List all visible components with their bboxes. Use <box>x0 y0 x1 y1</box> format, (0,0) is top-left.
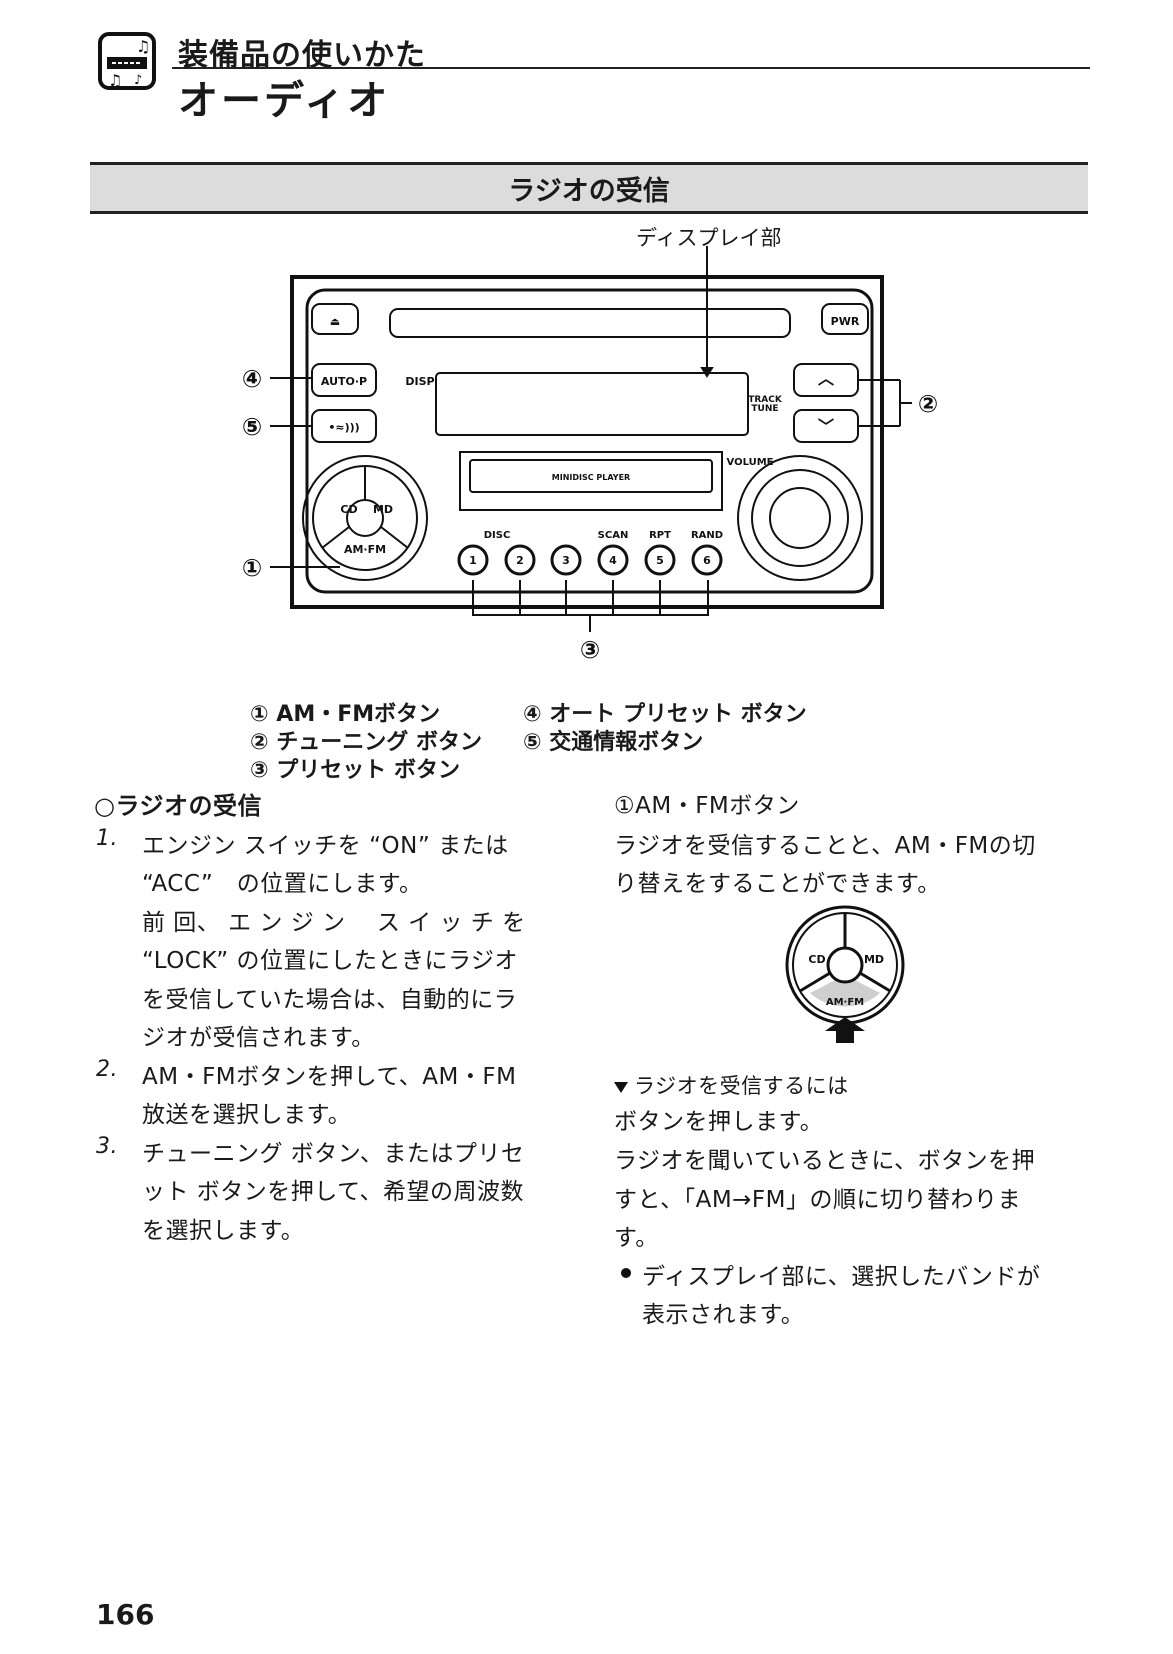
step-number: 2. <box>96 1057 118 1082</box>
intro-text: り替えをすることができます。 <box>614 871 941 897</box>
preset-5[interactable]: 5 <box>656 554 664 567</box>
radio-diagram: ⏏ PWR AUTO·P •≈))) DISP ︿ ﹀ TRACK TUNE V… <box>242 246 938 660</box>
legend-item: ③ プリセット ボタン <box>250 758 460 783</box>
audio-music-icon: ♫ ♫ ♪ <box>98 32 156 90</box>
body-text: すと、「AM→FM」の順に切り替わりま <box>614 1187 1022 1213</box>
md-label: MD <box>864 953 884 966</box>
step-text: ット ボタンを押して、希望の周波数 <box>142 1179 524 1205</box>
body-text: ラジオを聞いているときに、ボタンを押 <box>614 1148 1036 1174</box>
disc-label: DISC <box>484 530 511 541</box>
step-text: “LOCK” の位置にしたときにラジオ <box>142 948 519 974</box>
auto-p-button[interactable]: AUTO·P <box>321 375 367 388</box>
triangle-bullet-icon <box>614 1082 628 1093</box>
disp-label: DISP <box>405 375 434 388</box>
tune-down-button[interactable]: ﹀ <box>818 417 834 436</box>
intro-text: ラジオを受信することと、AM・FMの切 <box>614 833 1036 859</box>
step-number: 1. <box>96 826 118 851</box>
preset-2[interactable]: 2 <box>516 554 524 567</box>
md-label: MD <box>373 503 393 516</box>
step-text: 前 回、 エ ン ジ ン ス イ ッ チ を <box>142 910 526 936</box>
press-arrow-icon <box>825 1017 865 1043</box>
preset-3[interactable]: 3 <box>562 554 570 567</box>
eject-button[interactable]: ⏏ <box>330 315 340 328</box>
tune-label: TUNE <box>751 404 778 414</box>
page-title: オーディオ <box>178 78 391 124</box>
svg-text:♫: ♫ <box>136 37 150 56</box>
preset-6[interactable]: 6 <box>703 554 711 567</box>
step-text: エンジン スイッチを “ON” または <box>142 833 509 859</box>
minidisc-label: MINIDISC PLAYER <box>552 473 630 482</box>
right-heading: ①AM・FMボタン <box>614 793 800 819</box>
scan-label: SCAN <box>598 530 629 541</box>
rpt-label: RPT <box>649 530 671 541</box>
svg-text:♪: ♪ <box>134 73 142 88</box>
display-label: ディスプレイ部 <box>636 226 782 250</box>
step-text: “ACC” の位置にします。 <box>142 871 423 897</box>
callout-3: ③ <box>580 636 600 660</box>
sub-heading: ラジオを受信するには <box>634 1074 849 1098</box>
bullet-text: 表示されます。 <box>642 1302 805 1328</box>
pwr-button[interactable]: PWR <box>831 315 860 328</box>
tune-up-button[interactable]: ︿ <box>818 369 834 388</box>
legend-item: ② チューニング ボタン <box>250 730 482 755</box>
step-text: AM・FMボタンを押して、AM・FM <box>142 1064 517 1090</box>
step-text: チューニング ボタン、またはプリセ <box>142 1141 525 1167</box>
cd-label: CD <box>340 503 357 516</box>
step-text: を選択します。 <box>142 1218 305 1244</box>
step-text: ジオが受信されます。 <box>142 1025 375 1051</box>
callout-5: ⑤ <box>242 413 262 441</box>
callout-2: ② <box>918 390 938 418</box>
svg-text:♫: ♫ <box>108 71 122 90</box>
rand-label: RAND <box>691 530 723 541</box>
bullet-text: ディスプレイ部に、選択したバンドが <box>642 1264 1041 1290</box>
page-number: 166 <box>96 1598 155 1631</box>
legend-item: ④ オート プリセット ボタン <box>523 702 807 727</box>
legend-item: ① AM・FMボタン <box>250 702 441 727</box>
volume-label: VOLUME <box>727 457 774 468</box>
header-rule <box>172 67 1090 69</box>
am-fm-button-figure: CD MD AM·FM <box>785 905 905 1043</box>
section-title: ラジオの受信 <box>90 162 1088 214</box>
callout-1: ① <box>242 554 262 582</box>
step-number: 3. <box>96 1134 118 1159</box>
left-heading: ○ラジオの受信 <box>94 792 262 820</box>
preset-4[interactable]: 4 <box>609 554 617 567</box>
bullet-dot-icon <box>621 1268 631 1278</box>
callout-4: ④ <box>242 365 262 393</box>
track-label: TRACK <box>748 395 783 405</box>
cd-label: CD <box>808 953 825 966</box>
step-text: 放送を選択します。 <box>142 1102 352 1128</box>
step-text: を受信していた場合は、自動的にラ <box>142 987 518 1013</box>
preset-1[interactable]: 1 <box>469 554 477 567</box>
traffic-info-button[interactable]: •≈))) <box>328 421 359 434</box>
am-fm-label: AM·FM <box>826 997 864 1008</box>
legend-item: ⑤ 交通情報ボタン <box>523 730 704 755</box>
am-fm-button[interactable]: AM·FM <box>344 543 386 556</box>
body-text: す。 <box>614 1225 659 1251</box>
body-text: ボタンを押します。 <box>614 1109 824 1135</box>
